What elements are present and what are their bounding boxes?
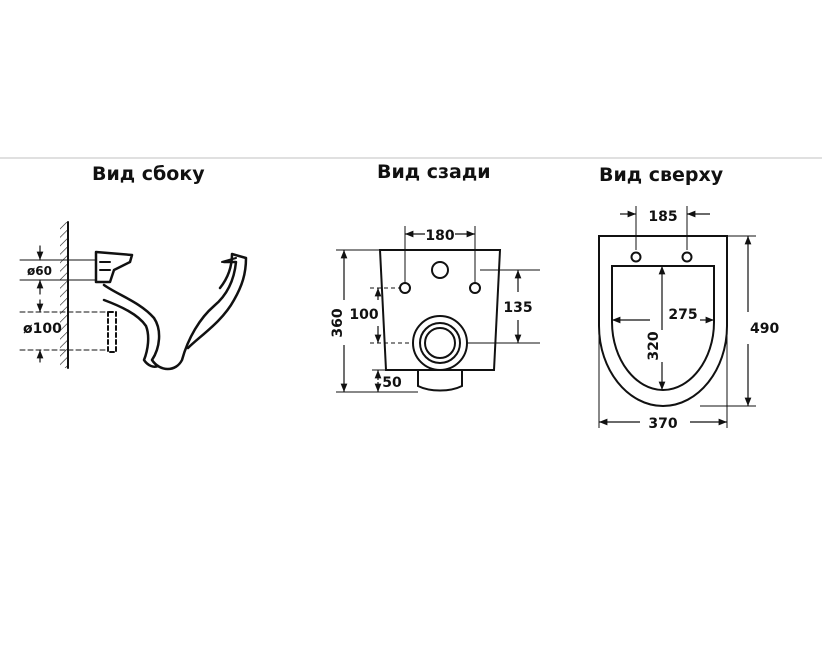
dim-back-height-label: 360 — [330, 308, 346, 337]
title-top-view: Вид сверху — [599, 164, 724, 186]
dim-top-inner-width-label: 275 — [668, 307, 697, 323]
dim-back-bottom-label: 50 — [382, 375, 402, 391]
top-view-drawing — [598, 206, 756, 428]
dim-back-mount-height-label: 135 — [503, 300, 532, 316]
dim-top-inner-length-label: 320 — [646, 331, 662, 360]
dim-back-width-label: 180 — [425, 228, 454, 244]
side-view-drawing — [19, 221, 248, 371]
title-side-view: Вид сбоку — [92, 163, 205, 185]
dim-top-holes-label: 185 — [648, 209, 677, 225]
back-view-drawing — [336, 226, 540, 393]
dim-back-inner-height-label: 100 — [349, 307, 378, 323]
dim-outlet-small-label: ø60 — [27, 264, 52, 278]
dim-top-width-label: 370 — [648, 416, 677, 432]
title-back-view: Вид сзади — [377, 161, 491, 183]
dim-outlet-large-label: ø100 — [23, 321, 62, 337]
dim-top-length-label: 490 — [750, 321, 779, 337]
wall-hatch — [60, 222, 68, 368]
